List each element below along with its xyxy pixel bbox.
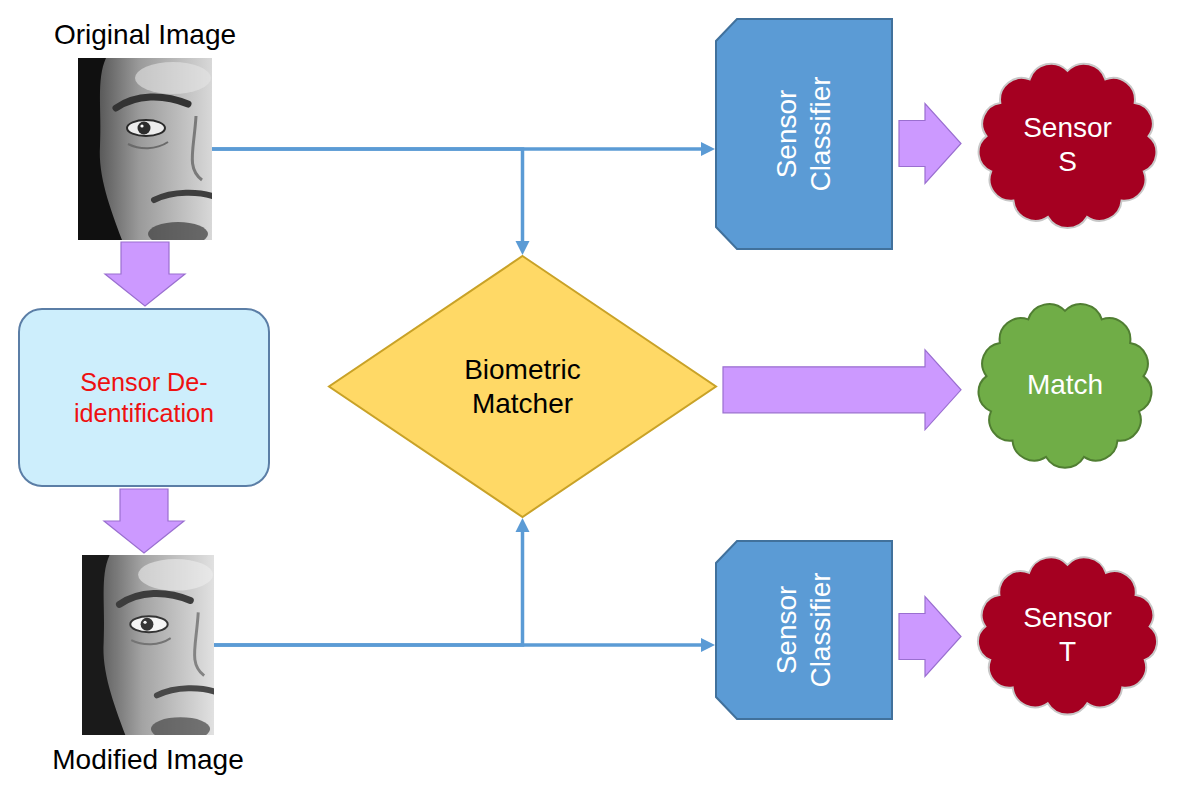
node-label: Biometric Matcher [433,353,613,420]
arrowhead [701,638,715,652]
block-arrow [105,242,185,306]
text-holder: Sensor S [965,50,1170,240]
node-label: Sensor Classifier [770,552,837,708]
face-photo [78,58,212,240]
text-holder: Sensor Classifier [770,552,837,708]
diamond-shape [329,256,716,517]
node-label: Match [1013,368,1117,402]
block-arrow-shape [723,350,961,430]
face-photo [78,58,212,240]
block-arrow [723,350,961,430]
block-arrow [899,597,961,677]
node-label: Sensor De- identification [20,367,268,427]
image-caption: Original Image [54,18,236,52]
text-holder: Biometric Matcher [328,255,717,518]
block-arrow [104,489,184,553]
output-cloud: Match [965,290,1165,480]
diamond-outline [328,255,717,518]
node-label: Sensor S [1016,111,1120,178]
arrowhead [516,518,530,532]
process-box: Sensor De- identification [18,308,270,487]
block-arrow-shape [899,104,961,184]
cloud-shape [978,557,1157,714]
cloud-outline [965,545,1170,725]
cloud-shape [979,304,1152,468]
image-caption: Modified Image [52,743,243,777]
classifier-outline [715,18,893,250]
node-label: Sensor Classifier [770,30,837,238]
classifier-box: Sensor Classifier [715,18,893,250]
arrowhead [701,142,715,156]
connector-line [212,149,530,255]
original-image: Original Image [78,58,212,240]
block-arrow [899,104,961,184]
block-arrow-shape [104,489,184,553]
arrowhead [516,241,530,255]
classifier-box: Sensor Classifier [715,540,893,720]
text-holder: Sensor De- identification [20,310,268,485]
text-holder: Sensor T [965,545,1170,725]
classifier-shape [716,541,892,719]
cloud-shape [979,64,1157,228]
output-cloud: Sensor T [965,545,1170,725]
text-holder: Match [965,290,1165,480]
decision-diamond: Biometric Matcher [328,255,717,518]
classifier-shape [716,19,892,249]
block-arrow-shape [899,597,961,677]
node-label: Sensor T [1016,601,1120,668]
connector-path [212,149,523,241]
face-photo [82,555,214,735]
output-cloud: Sensor S [965,50,1170,240]
face-photo [82,555,214,735]
modified-image: Modified Image [82,555,214,735]
classifier-outline [715,540,893,720]
text-holder: Sensor Classifier [770,30,837,238]
connector-line [214,518,530,645]
connector-path [214,532,523,645]
block-arrow-shape [105,242,185,306]
cloud-outline [965,50,1170,240]
